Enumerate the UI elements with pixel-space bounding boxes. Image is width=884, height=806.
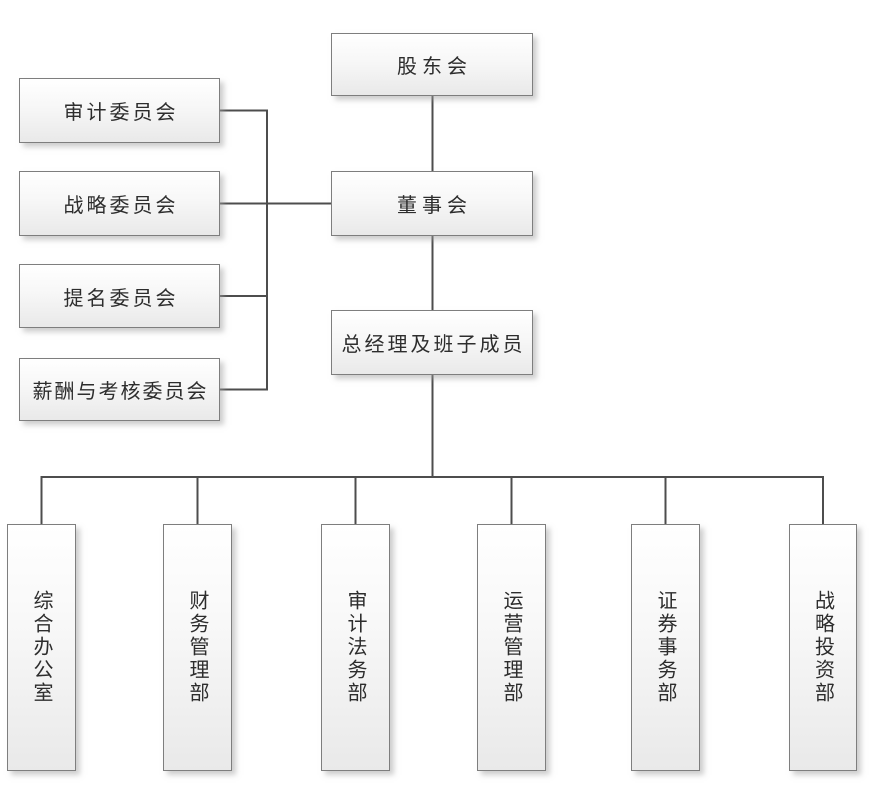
node-dept-securities: 证券事务部 [631,524,700,771]
node-committee-remuneration: 薪酬与考核委员会 [19,358,220,421]
node-committee-strategy: 战略委员会 [19,171,220,236]
node-committee-nomination: 提名委员会 [19,264,220,328]
node-committee-audit: 审计委员会 [19,78,220,143]
node-general-manager: 总经理及班子成员 [331,310,533,375]
node-dept-general-office: 综合办公室 [7,524,76,771]
node-dept-strategic-investment: 战略投资部 [789,524,857,771]
node-dept-finance: 财务管理部 [163,524,232,771]
node-dept-audit-legal: 审计法务部 [321,524,390,771]
node-board: 董事会 [331,171,533,236]
node-dept-operations: 运营管理部 [477,524,546,771]
node-shareholders: 股东会 [331,33,533,96]
